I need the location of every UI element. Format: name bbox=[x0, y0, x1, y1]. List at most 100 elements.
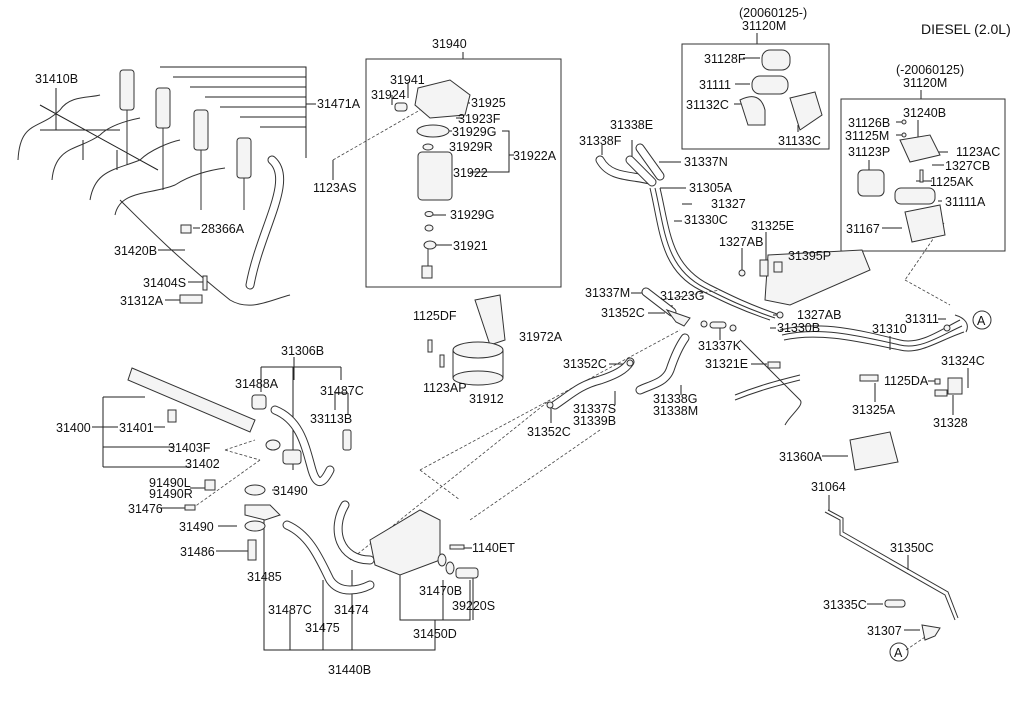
label-31132c[interactable]: 31132C bbox=[686, 98, 729, 112]
label-31404s[interactable]: 31404S bbox=[143, 276, 186, 290]
label-31125m[interactable]: 31125M bbox=[845, 129, 889, 143]
label-31311[interactable]: 31311 bbox=[905, 312, 939, 326]
label-31328[interactable]: 31328 bbox=[933, 416, 968, 430]
label-31128f[interactable]: 31128F bbox=[704, 52, 746, 66]
label-33113b[interactable]: 33113B bbox=[310, 412, 352, 426]
label-31474[interactable]: 31474 bbox=[334, 603, 369, 617]
bolt-1140et bbox=[449, 544, 465, 550]
label-1123ap[interactable]: 1123AP bbox=[423, 381, 467, 395]
label-31352c-a[interactable]: 31352C bbox=[601, 306, 645, 320]
label-31487c-b[interactable]: 31487C bbox=[268, 603, 312, 617]
label-1123as[interactable]: 1123AS bbox=[313, 181, 357, 195]
label-31338f[interactable]: 31338F bbox=[579, 134, 622, 148]
label-31306b[interactable]: 31306B bbox=[281, 344, 324, 358]
washer-31490-b bbox=[244, 520, 266, 532]
label-31490-a[interactable]: 31490 bbox=[273, 484, 308, 498]
label-31929g-a[interactable]: 31929G bbox=[452, 125, 496, 139]
label-31922a[interactable]: 31922A bbox=[513, 149, 557, 163]
label-31325a[interactable]: 31325A bbox=[852, 403, 896, 417]
label-31305a[interactable]: 31305A bbox=[689, 181, 733, 195]
label-1123ac[interactable]: 1123AC bbox=[956, 145, 1000, 159]
label-31325e[interactable]: 31325E bbox=[751, 219, 794, 233]
label-31111[interactable]: 31111 bbox=[699, 78, 731, 92]
label-31339b[interactable]: 31339B bbox=[573, 414, 616, 428]
label-31360a[interactable]: 31360A bbox=[779, 450, 823, 464]
label-31403f[interactable]: 31403F bbox=[168, 441, 211, 455]
label-31410b[interactable]: 31410B bbox=[35, 72, 78, 86]
fuel-filter-parts bbox=[394, 79, 471, 279]
label-31925[interactable]: 31925 bbox=[471, 96, 506, 110]
label-31240b[interactable]: 31240B bbox=[903, 106, 946, 120]
label-31486[interactable]: 31486 bbox=[180, 545, 215, 559]
label-31923f[interactable]: 31923F bbox=[458, 112, 501, 126]
label-31929g-b[interactable]: 31929G bbox=[450, 208, 494, 222]
label-31111a[interactable]: 31111A bbox=[945, 195, 986, 209]
label-1125da[interactable]: 1125DA bbox=[884, 374, 929, 388]
label-39220s[interactable]: 39220S bbox=[452, 599, 495, 613]
label-31335c[interactable]: 31335C bbox=[823, 598, 867, 612]
label-31350c[interactable]: 31350C bbox=[890, 541, 934, 555]
label-31310[interactable]: 31310 bbox=[872, 322, 907, 336]
label-31922[interactable]: 31922 bbox=[453, 166, 488, 180]
label-31487c-a[interactable]: 31487C bbox=[320, 384, 364, 398]
label-31471a[interactable]: 31471A bbox=[317, 97, 361, 111]
label-31475[interactable]: 31475 bbox=[305, 621, 340, 635]
label-31924[interactable]: 31924 bbox=[371, 88, 406, 102]
label-1125df[interactable]: 1125DF bbox=[413, 309, 457, 323]
label-31352c-b[interactable]: 31352C bbox=[563, 357, 607, 371]
label-31476[interactable]: 31476 bbox=[128, 502, 163, 516]
label-31488a[interactable]: 31488A bbox=[235, 377, 279, 391]
label-31450d[interactable]: 31450D bbox=[413, 627, 457, 641]
label-31330c[interactable]: 31330C bbox=[684, 213, 728, 227]
label-31337k[interactable]: 31337K bbox=[698, 339, 742, 353]
label-31064[interactable]: 31064 bbox=[811, 480, 846, 494]
label-31337s[interactable]: 31337S bbox=[573, 402, 616, 416]
label-31323g[interactable]: 31323G bbox=[660, 289, 704, 303]
label-31352c-c[interactable]: 31352C bbox=[527, 425, 571, 439]
label-1327ab-a[interactable]: 1327AB bbox=[719, 235, 763, 249]
pump-old-parts bbox=[857, 119, 946, 243]
label-31123p[interactable]: 31123P bbox=[848, 145, 890, 159]
label-31338g[interactable]: 31338G bbox=[653, 392, 697, 406]
return-line-bottom bbox=[824, 509, 959, 641]
label-1125ak[interactable]: 1125AK bbox=[930, 175, 974, 189]
label-31440b[interactable]: 31440B bbox=[328, 663, 371, 677]
label-31327[interactable]: 31327 bbox=[711, 197, 746, 211]
banjo-31485 bbox=[244, 504, 281, 521]
label-31490-b[interactable]: 31490 bbox=[179, 520, 214, 534]
label-31338m[interactable]: 31338M bbox=[653, 404, 698, 418]
label-31330b[interactable]: 31330B bbox=[777, 321, 820, 335]
label-31395p[interactable]: 31395P bbox=[788, 249, 831, 263]
valve-33113b bbox=[342, 429, 352, 451]
label-31420b[interactable]: 31420B bbox=[114, 244, 157, 258]
label-1140et[interactable]: 1140ET bbox=[472, 541, 515, 555]
connector-31488a bbox=[251, 394, 267, 410]
label-1327cb[interactable]: 1327CB bbox=[945, 159, 990, 173]
label-31324c[interactable]: 31324C bbox=[941, 354, 985, 368]
label-31126b[interactable]: 31126B bbox=[848, 116, 890, 130]
label-31337n[interactable]: 31337N bbox=[684, 155, 728, 169]
label-91490r[interactable]: 91490R bbox=[149, 487, 193, 501]
label-31133c[interactable]: 31133C bbox=[778, 134, 821, 148]
label-1327ab-b[interactable]: 1327AB bbox=[797, 308, 841, 322]
label-31312a[interactable]: 31312A bbox=[120, 294, 164, 308]
label-31307[interactable]: 31307 bbox=[867, 624, 902, 638]
label-31485[interactable]: 31485 bbox=[247, 570, 282, 584]
label-31470b[interactable]: 31470B bbox=[419, 584, 462, 598]
label-28366a[interactable]: 28366A bbox=[201, 222, 245, 236]
label-31921[interactable]: 31921 bbox=[453, 239, 488, 253]
label-31972a[interactable]: 31972A bbox=[519, 330, 563, 344]
label-31338e[interactable]: 31338E bbox=[610, 118, 653, 132]
label-31321e[interactable]: 31321E bbox=[705, 357, 748, 371]
label-31941[interactable]: 31941 bbox=[390, 73, 425, 87]
label-31401[interactable]: 31401 bbox=[119, 421, 154, 435]
label-31167[interactable]: 31167 bbox=[846, 222, 880, 236]
label-31912[interactable]: 31912 bbox=[469, 392, 504, 406]
label-31337m[interactable]: 31337M bbox=[585, 286, 630, 300]
bracket-31240b bbox=[899, 134, 941, 163]
label-31929r[interactable]: 31929R bbox=[449, 140, 493, 154]
label-31402[interactable]: 31402 bbox=[185, 457, 220, 471]
label-31400[interactable]: 31400 bbox=[56, 421, 91, 435]
label-91490l[interactable]: 91490L bbox=[149, 476, 191, 490]
